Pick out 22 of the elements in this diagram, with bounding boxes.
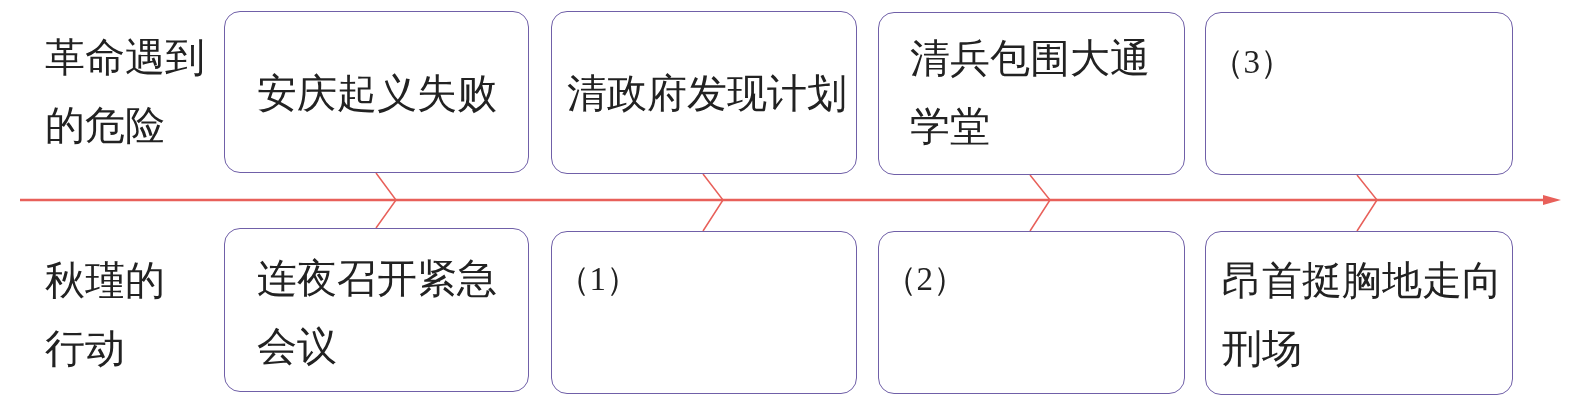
row-label: 秋瑾的行动 — [45, 256, 166, 373]
box-text: 连夜召开紧急会议 — [256, 253, 498, 371]
chevron-connector — [375, 172, 397, 229]
answer-box — [878, 231, 1185, 394]
text-box — [1205, 231, 1513, 395]
chevron-connector — [1356, 174, 1378, 232]
question-number: （1） — [556, 259, 639, 299]
text-box — [878, 12, 1185, 175]
row-label: 革命遇到的危险 — [45, 33, 206, 150]
chevron-connector — [1029, 174, 1051, 232]
text-box — [224, 11, 529, 173]
box-text: 安庆起义失败 — [256, 68, 497, 118]
text-box — [224, 228, 529, 392]
question-number: （2） — [883, 259, 966, 299]
question-number: （3） — [1210, 42, 1293, 82]
answer-box — [1205, 12, 1513, 175]
box-text: 清兵包围大通学堂 — [909, 33, 1151, 151]
text-box — [551, 11, 857, 174]
chevron-connector — [702, 173, 724, 232]
box-text: 昂首挺胸地走向刑场 — [1221, 255, 1503, 373]
box-text: 清政府发现计划 — [566, 68, 847, 118]
answer-box — [551, 231, 857, 394]
